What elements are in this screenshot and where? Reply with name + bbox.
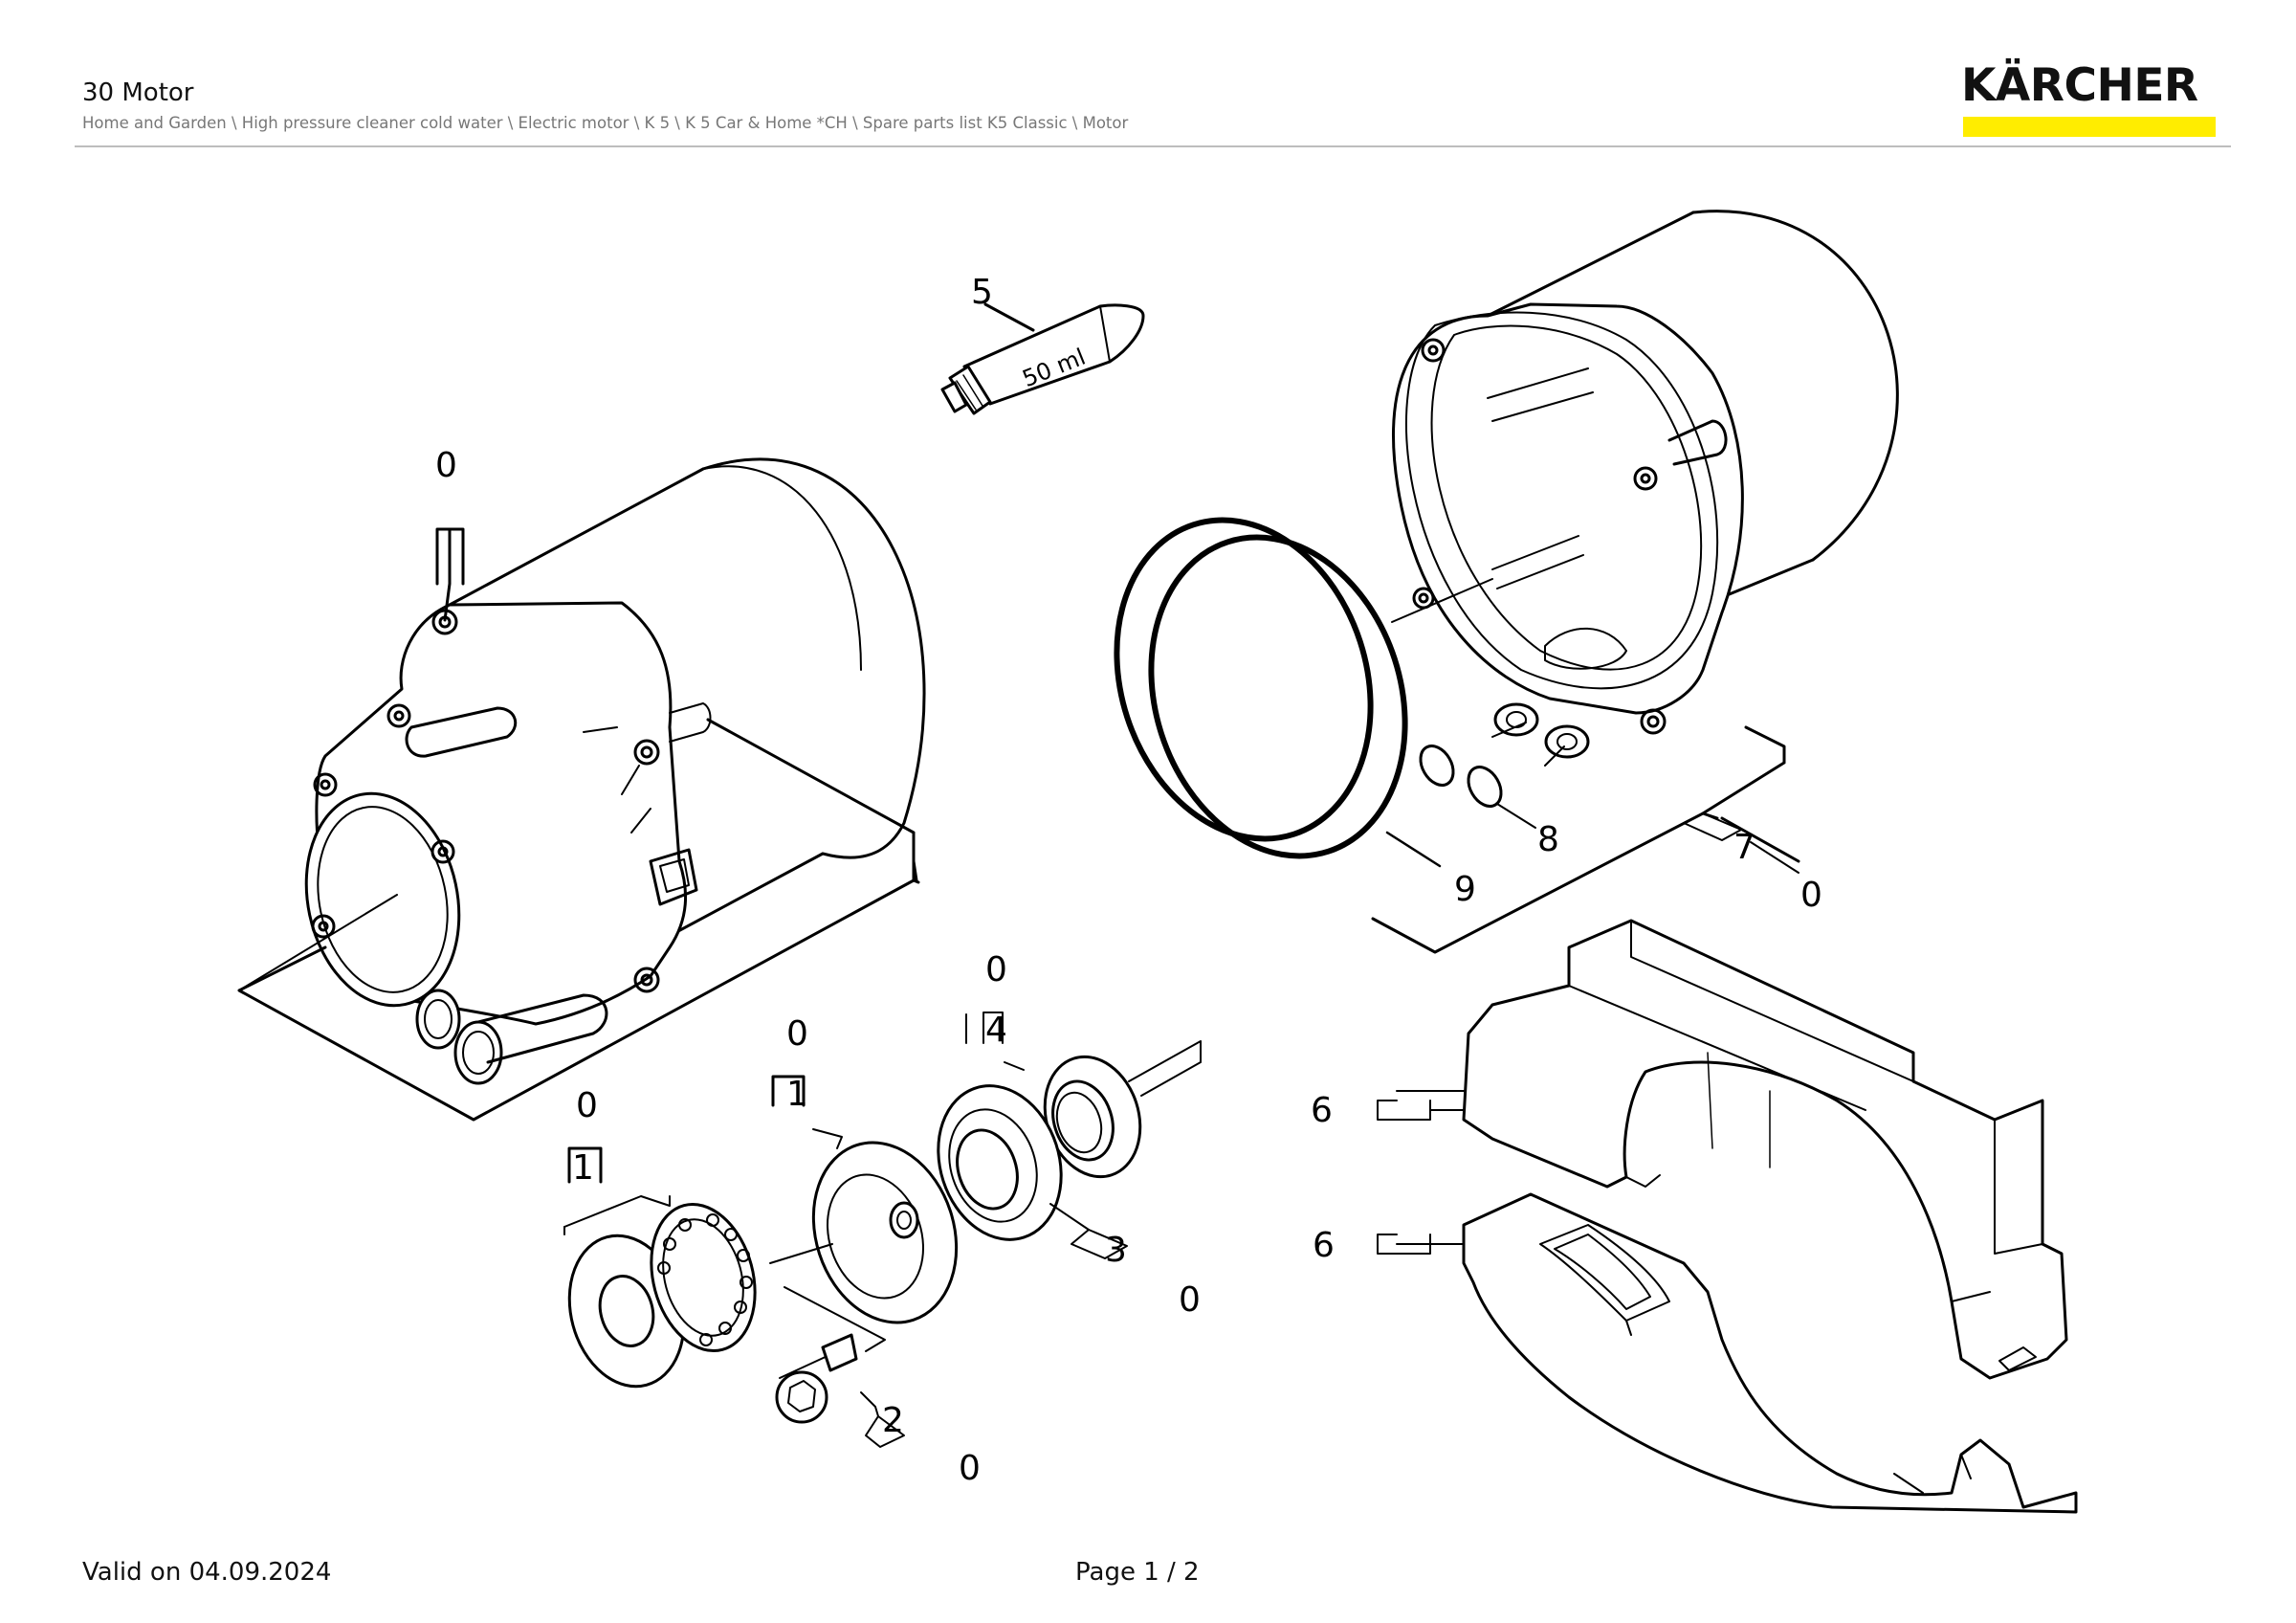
handle-shell-upper (1377, 919, 2068, 1380)
screw (775, 1333, 858, 1424)
callout-0-2: 0 (959, 1449, 981, 1488)
callout-0-7: 0 (1800, 876, 1822, 915)
callout-4: 4 (985, 1011, 1007, 1050)
callout-0-4: 0 (985, 950, 1007, 989)
ball-bearing-3 (937, 1084, 1063, 1241)
motor-housing-right (1391, 210, 1899, 767)
callout-1a: 1 (786, 1075, 808, 1114)
callout-6b: 6 (1313, 1226, 1335, 1265)
seal-ring-4 (1043, 1055, 1142, 1179)
o-ring-b (1467, 766, 1503, 808)
callout-8: 8 (1537, 820, 1559, 859)
callout-7: 7 (1733, 828, 1755, 867)
callout-0-top: 0 (435, 446, 457, 485)
callout-0-3: 0 (1179, 1280, 1201, 1320)
callout-5: 5 (971, 273, 993, 312)
group-frame-left (237, 718, 920, 1122)
logo-wordmark: KÄRCHER (1961, 59, 2198, 112)
callout-2: 2 (882, 1401, 904, 1440)
logo-yellow-bar (1963, 117, 2216, 137)
bearing-cap-1 (811, 1141, 959, 1324)
karcher-logo: KÄRCHER (1961, 59, 2216, 137)
ball-cage (650, 1202, 757, 1353)
callout-6a: 6 (1311, 1091, 1333, 1130)
callout-0-1b: 0 (576, 1086, 598, 1125)
motor-housing-left (304, 457, 926, 1085)
callout-9: 9 (1454, 870, 1476, 909)
callout-1b: 1 (572, 1148, 594, 1188)
valid-date: Valid on 04.09.2024 (82, 1558, 332, 1587)
callout-3: 3 (1105, 1231, 1127, 1270)
page-title: 30 Motor (82, 78, 194, 107)
breadcrumb: Home and Garden \ High pressure cleaner … (82, 114, 1129, 132)
o-ring-a (1419, 745, 1455, 787)
handle-shell-lower (1377, 1192, 2078, 1514)
grease-tube: 50 ml (940, 302, 1145, 415)
group-frame-right (1371, 725, 1800, 954)
header-divider (75, 145, 2231, 147)
callout-leader-0-top (435, 527, 465, 622)
callout-0-1a: 0 (786, 1014, 808, 1054)
page-number: Page 1 / 2 (1075, 1558, 1200, 1587)
seal-ring (1114, 517, 1442, 868)
